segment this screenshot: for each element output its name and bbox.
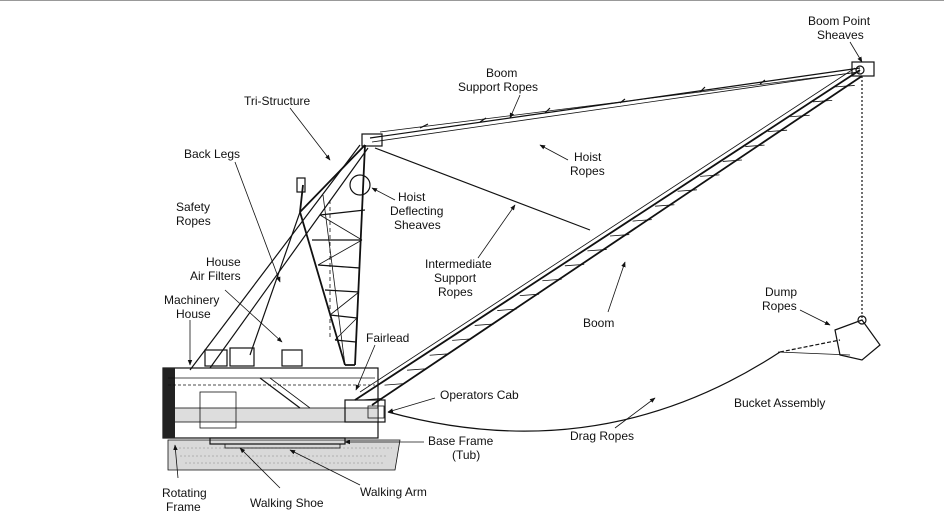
bucket-assembly <box>777 315 881 361</box>
truss-diagonal <box>609 234 630 237</box>
truss-diagonal <box>429 353 449 356</box>
label-machinery-house-2: House <box>176 307 211 321</box>
label-boom: Boom <box>583 316 614 330</box>
leader-arrows <box>173 41 863 489</box>
operators-cab <box>344 399 386 423</box>
truss-diagonal <box>722 159 743 162</box>
truss-diagonal <box>767 129 788 133</box>
truss-diagonal <box>790 114 810 118</box>
label-back-legs: Back Legs <box>184 147 240 161</box>
hoist-ropes-line <box>371 71 859 143</box>
labels: Boom Point Sheaves Boom Support Ropes Tr… <box>162 14 871 514</box>
ground <box>167 439 401 471</box>
label-intermediate-1: Intermediate <box>425 257 492 271</box>
label-machinery-house-1: Machinery <box>164 293 219 307</box>
label-boom-point-sheaves-2: Sheaves <box>817 28 864 42</box>
truss-diagonal <box>655 204 675 207</box>
tri-structure <box>296 144 371 366</box>
intermediate-support-rope <box>374 147 591 231</box>
truss-diagonal <box>835 85 855 88</box>
truss-diagonal <box>700 174 720 177</box>
label-hoist-ropes-2: Ropes <box>570 164 605 178</box>
label-boom-support-ropes-1: Boom <box>486 66 517 80</box>
label-intermediate-3: Ropes <box>438 285 473 299</box>
label-fairlead: Fairlead <box>366 331 409 345</box>
label-boom-point-sheaves-1: Boom Point <box>808 14 871 28</box>
label-dump-ropes-1: Dump <box>765 285 797 299</box>
boom-support-ropes <box>361 67 861 147</box>
label-drag-ropes: Drag Ropes <box>570 429 634 443</box>
truss-diagonal <box>384 383 404 386</box>
air-filters <box>204 347 303 367</box>
truss-diagonal <box>497 308 517 311</box>
label-bucket-assembly: Bucket Assembly <box>734 396 825 410</box>
truss-diagonal <box>542 278 562 282</box>
label-house-air-filters-2: Air Filters <box>190 269 241 283</box>
truss-diagonal <box>812 99 833 103</box>
truss-diagonal <box>474 323 495 326</box>
truss-diagonal <box>564 263 585 267</box>
drag-ropes-line <box>387 351 781 432</box>
label-walking-shoe: Walking Shoe <box>250 496 324 510</box>
label-intermediate-2: Support <box>434 271 477 285</box>
boom-truss <box>354 61 875 406</box>
label-hoist-deflecting-3: Sheaves <box>394 218 441 232</box>
label-rotating-frame-1: Rotating <box>162 486 207 500</box>
label-walking-arm: Walking Arm <box>360 485 427 499</box>
label-operators-cab: Operators Cab <box>440 388 519 402</box>
label-base-frame-2: (Tub) <box>452 448 480 462</box>
machinery-house <box>162 367 379 439</box>
label-boom-support-ropes-2: Support Ropes <box>458 80 538 94</box>
truss-diagonal <box>407 368 427 371</box>
back-legs <box>189 144 369 371</box>
label-hoist-ropes-1: Hoist <box>574 150 602 164</box>
truss-diagonal <box>745 144 765 147</box>
truss-diagonal <box>677 189 697 192</box>
label-hoist-deflecting-1: Hoist <box>398 190 426 204</box>
truss-diagonal <box>452 338 472 341</box>
truss-diagonal <box>632 219 652 222</box>
label-dump-ropes-2: Ropes <box>762 299 797 313</box>
label-safety-ropes-1: Safety <box>176 200 210 214</box>
label-safety-ropes-2: Ropes <box>176 214 211 228</box>
label-hoist-deflecting-2: Deflecting <box>390 204 443 218</box>
label-house-air-filters-1: House <box>206 255 241 269</box>
truss-diagonal <box>587 249 607 252</box>
label-rotating-frame-2: Frame <box>166 500 201 514</box>
label-base-frame-1: Base Frame <box>428 434 494 448</box>
label-tri-structure: Tri-Structure <box>244 94 311 108</box>
truss-diagonal <box>519 293 540 297</box>
